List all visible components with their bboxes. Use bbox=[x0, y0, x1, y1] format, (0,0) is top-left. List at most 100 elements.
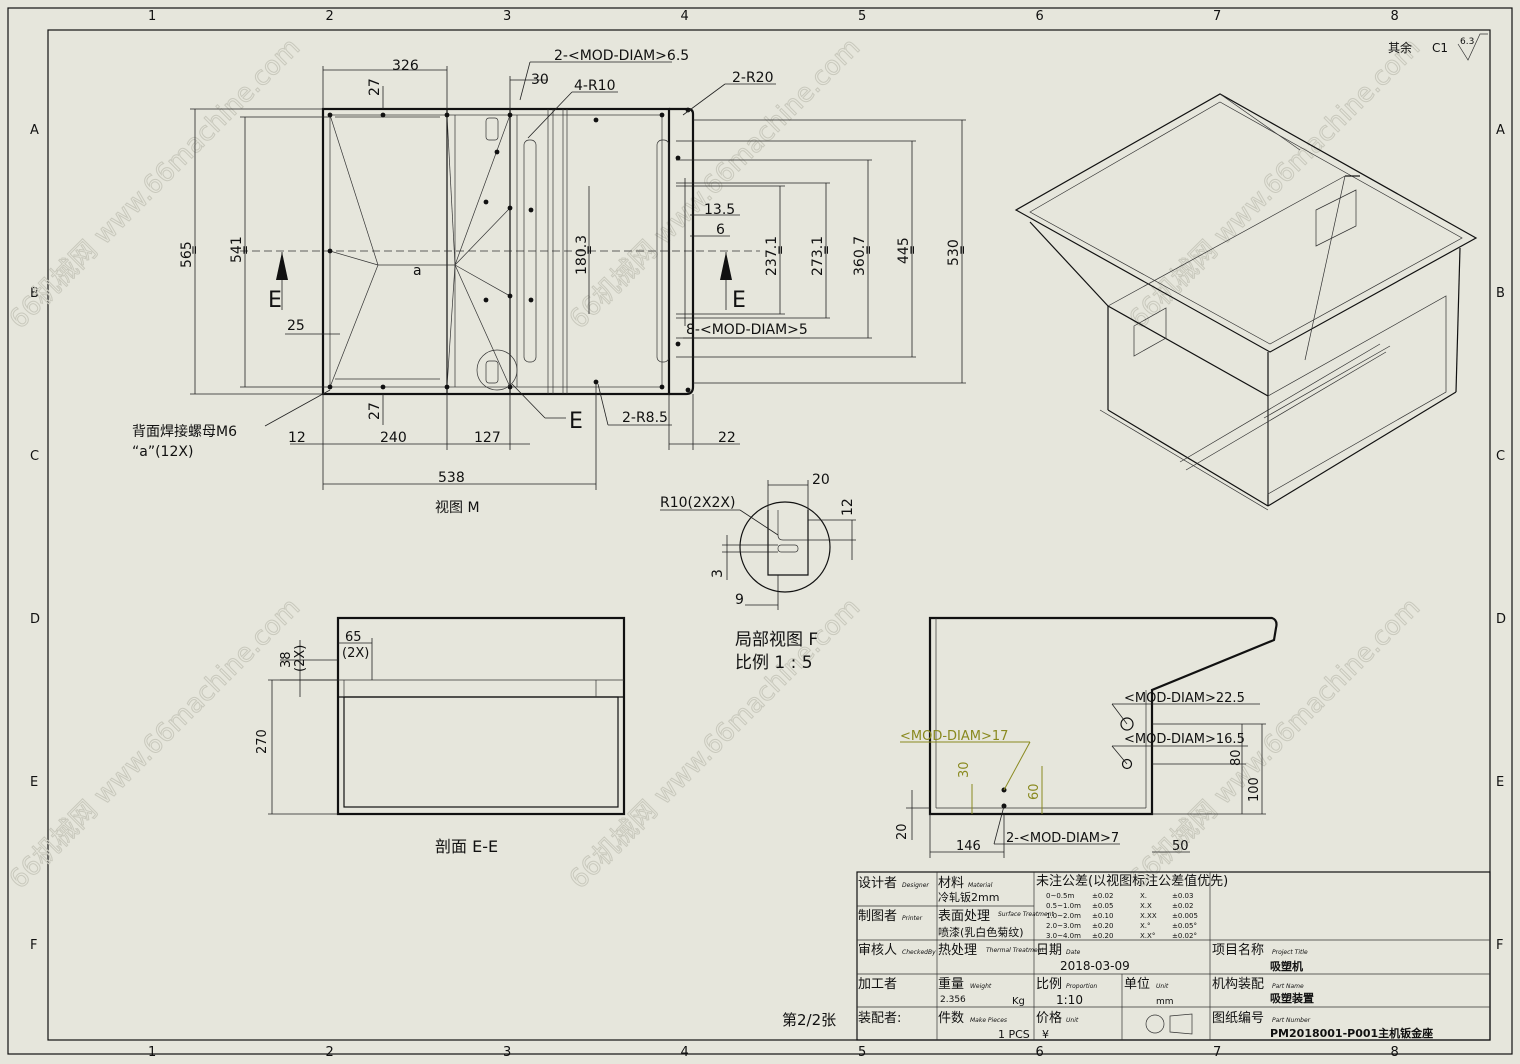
dim-side-60[interactable]: 60 bbox=[1027, 783, 1042, 800]
zone-col-8: 8 bbox=[1391, 1045, 1399, 1060]
tol-value: ±0.20 bbox=[1092, 922, 1113, 930]
tol-key: X.° bbox=[1140, 922, 1151, 930]
zone-col-3: 3 bbox=[503, 9, 511, 24]
dim-6[interactable]: 6 bbox=[716, 222, 725, 238]
dim-f-9[interactable]: 9 bbox=[735, 592, 744, 608]
tb-material-en: Material bbox=[968, 882, 993, 889]
zone-col-5: 5 bbox=[858, 9, 866, 24]
dim-side-30[interactable]: 30 bbox=[957, 761, 972, 778]
dim-127[interactable]: 127 bbox=[474, 430, 501, 446]
zone-col-8: 8 bbox=[1391, 9, 1399, 24]
dim-side-146[interactable]: 146 bbox=[956, 839, 981, 854]
tb-weight-en: Weight bbox=[970, 983, 992, 990]
hole-marker bbox=[659, 112, 665, 118]
dim-side-mod-diam-17[interactable]: <MOD-DIAM>17 bbox=[900, 729, 1008, 744]
eq-530: = bbox=[955, 245, 969, 255]
zone-col-1: 1 bbox=[148, 9, 156, 24]
tol-range: 2.0~3.0m bbox=[1046, 922, 1081, 930]
tb-date-value: 2018-03-09 bbox=[1060, 959, 1130, 973]
dim-12[interactable]: 12 bbox=[288, 430, 306, 446]
zone-col-4: 4 bbox=[681, 9, 689, 24]
dim-side-80[interactable]: 80 bbox=[1229, 749, 1244, 766]
title-block: 设计者 材料 冷轧钣2mm 未注公差(以视图标注公差值优先) 制图者 表面处理 … bbox=[856, 871, 1491, 1041]
dim-side-mod-diam-16-5[interactable]: <MOD-DIAM>16.5 bbox=[1124, 732, 1245, 747]
tol-value: ±0.05 bbox=[1092, 902, 1113, 910]
hole-marker bbox=[444, 112, 450, 118]
hole-marker bbox=[528, 207, 534, 213]
hole-marker bbox=[675, 341, 681, 347]
dim-f-20[interactable]: 20 bbox=[812, 472, 830, 488]
dim-25[interactable]: 25 bbox=[287, 318, 305, 334]
hole-marker bbox=[327, 112, 333, 118]
dim-ee-270[interactable]: 270 bbox=[255, 729, 270, 754]
dim-2-r20[interactable]: 2-R20 bbox=[732, 70, 774, 86]
dim-445[interactable]: 445 bbox=[896, 237, 912, 264]
dim-f-3[interactable]: 3 bbox=[710, 569, 726, 578]
dim-ee-38[interactable]: 38 bbox=[279, 651, 294, 668]
tb-surface-value: 喷漆(乳白色菊纹) bbox=[938, 925, 1024, 939]
dim-530[interactable]: 530 bbox=[946, 239, 962, 266]
tol-key-value: ±0.02° bbox=[1172, 932, 1197, 940]
tb-date-label: 日期 bbox=[1036, 943, 1062, 958]
zone-row-E: E bbox=[30, 775, 38, 790]
dim-side-mod-diam-22-5[interactable]: <MOD-DIAM>22.5 bbox=[1124, 691, 1245, 706]
dim-27-bottom[interactable]: 27 bbox=[367, 402, 383, 420]
tol-key: X. bbox=[1140, 892, 1147, 900]
dim-273-1[interactable]: 273.1 bbox=[810, 236, 826, 276]
dim-13-5[interactable]: 13.5 bbox=[704, 202, 735, 218]
dim-538[interactable]: 538 bbox=[438, 470, 465, 486]
dim-2-mod-diam-6-5[interactable]: 2-<MOD-DIAM>6.5 bbox=[554, 48, 689, 64]
tb-machinist: 加工者 bbox=[858, 977, 897, 992]
zone-row-C: C bbox=[30, 449, 39, 464]
tol-value: ±0.02 bbox=[1092, 892, 1113, 900]
hole-marker bbox=[685, 387, 691, 393]
hole-marker bbox=[327, 248, 333, 254]
dim-f-12[interactable]: 12 bbox=[840, 498, 856, 516]
dim-22[interactable]: 22 bbox=[718, 430, 736, 446]
dim-ee-2x-a: (2X) bbox=[342, 646, 369, 661]
detail-f-circle bbox=[476, 349, 518, 391]
view-m: 326 27 30 2-<MOD-DIAM>6.5 4-R10 2-R20 56… bbox=[132, 48, 969, 516]
tb-weight-value: 2.356 bbox=[940, 995, 966, 1005]
dim-541[interactable]: 541 bbox=[229, 236, 245, 263]
roughness-prefix: 其余 bbox=[1388, 40, 1412, 55]
side-view: <MOD-DIAM>22.5 <MOD-DIAM>16.5 <MOD-DIAM>… bbox=[895, 616, 1278, 858]
tb-project-value: 吸塑机 bbox=[1270, 959, 1303, 973]
dim-side-2-mod-diam-7[interactable]: 2-<MOD-DIAM>7 bbox=[1006, 831, 1119, 846]
hole-marker bbox=[507, 205, 513, 211]
zone-col-7: 7 bbox=[1213, 9, 1221, 24]
dim-240[interactable]: 240 bbox=[380, 430, 407, 446]
zone-row-A: A bbox=[30, 123, 39, 138]
dim-ee-65[interactable]: 65 bbox=[345, 630, 362, 645]
tol-range: 0~0.5m bbox=[1046, 892, 1074, 900]
dim-360-7[interactable]: 360.7 bbox=[852, 236, 868, 276]
tb-unit-value: mm bbox=[1156, 997, 1174, 1007]
tb-price-value: ¥ bbox=[1042, 1028, 1049, 1041]
dim-180-3[interactable]: 180.3 bbox=[574, 235, 590, 275]
dim-2-r8-5[interactable]: 2-R8.5 bbox=[622, 410, 668, 426]
dim-4-r10[interactable]: 4-R10 bbox=[574, 78, 616, 94]
zone-row-D: D bbox=[1496, 612, 1506, 627]
tol-key-value: ±0.005 bbox=[1172, 912, 1198, 920]
eq-445: = bbox=[905, 245, 919, 255]
dim-ee-2x-b: (2X) bbox=[293, 645, 308, 672]
roughness-chamfer: C1 bbox=[1432, 41, 1448, 55]
tb-project-en: Project Title bbox=[1272, 949, 1308, 956]
tb-scale-label: 比例 bbox=[1036, 977, 1062, 992]
zone-col-7: 7 bbox=[1213, 1045, 1221, 1060]
zone-col-5: 5 bbox=[858, 1045, 866, 1060]
zone-row-C: C bbox=[1496, 449, 1505, 464]
dim-30[interactable]: 30 bbox=[531, 72, 549, 88]
dim-side-100[interactable]: 100 bbox=[1247, 777, 1262, 802]
dim-side-50[interactable]: 50 bbox=[1172, 839, 1189, 854]
eq-541: = bbox=[238, 245, 252, 255]
dim-side-20[interactable]: 20 bbox=[895, 823, 910, 840]
dim-8-mod-diam-5[interactable]: 8-<MOD-DIAM>5 bbox=[686, 322, 808, 338]
dim-565[interactable]: 565 bbox=[179, 241, 195, 268]
dim-237-1[interactable]: 237.1 bbox=[764, 236, 780, 276]
nut-note: 背面焊接螺母M6 bbox=[132, 423, 237, 440]
dim-27-top[interactable]: 27 bbox=[367, 78, 383, 96]
dim-326[interactable]: 326 bbox=[392, 58, 419, 74]
dim-f-r10[interactable]: R10(2X2X) bbox=[660, 495, 735, 511]
